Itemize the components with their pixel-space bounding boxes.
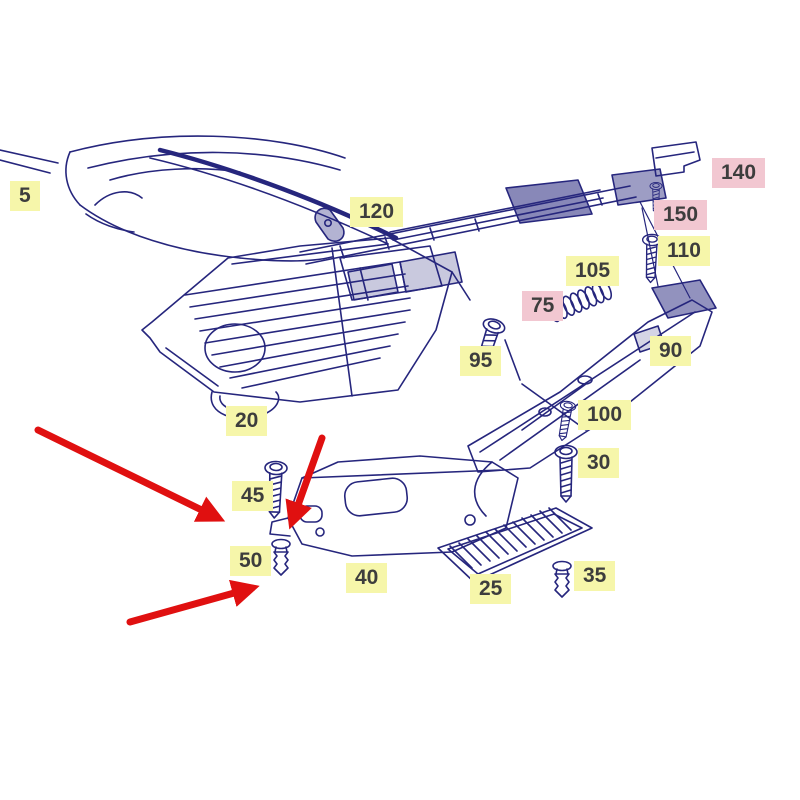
red-arrows xyxy=(34,426,326,626)
part-label-100: 100 xyxy=(578,400,632,430)
bracket-120 xyxy=(314,207,345,243)
part-label-150: 150 xyxy=(654,200,708,230)
part-label-50: 50 xyxy=(230,546,272,576)
part-label-25: 25 xyxy=(470,574,512,604)
ribbed-tray-25 xyxy=(437,507,593,583)
part-label-35: 35 xyxy=(574,561,616,591)
part-label-95: 95 xyxy=(460,346,502,376)
part-label-30: 30 xyxy=(578,448,620,478)
floor-panel-20 xyxy=(141,237,453,419)
upper-rail xyxy=(299,168,691,299)
part-label-120: 120 xyxy=(350,197,404,227)
clip-50 xyxy=(271,538,291,576)
part-label-110: 110 xyxy=(658,236,710,266)
red-arrow-left xyxy=(34,426,226,522)
part-label-140: 140 xyxy=(712,158,766,188)
part-label-5: 5 xyxy=(10,181,40,211)
red-arrow-top xyxy=(285,434,326,530)
side-panel-90 xyxy=(467,279,717,473)
bracket-140 xyxy=(651,141,701,177)
screw-30 xyxy=(554,444,578,503)
part-label-40: 40 xyxy=(346,563,388,593)
red-arrow-bottom xyxy=(126,579,260,626)
part-label-75: 75 xyxy=(522,291,564,321)
part-label-20: 20 xyxy=(226,406,268,436)
part-label-90: 90 xyxy=(650,336,692,366)
part-label-105: 105 xyxy=(566,256,620,286)
clip-35 xyxy=(552,560,572,598)
part-label-45: 45 xyxy=(232,481,274,511)
